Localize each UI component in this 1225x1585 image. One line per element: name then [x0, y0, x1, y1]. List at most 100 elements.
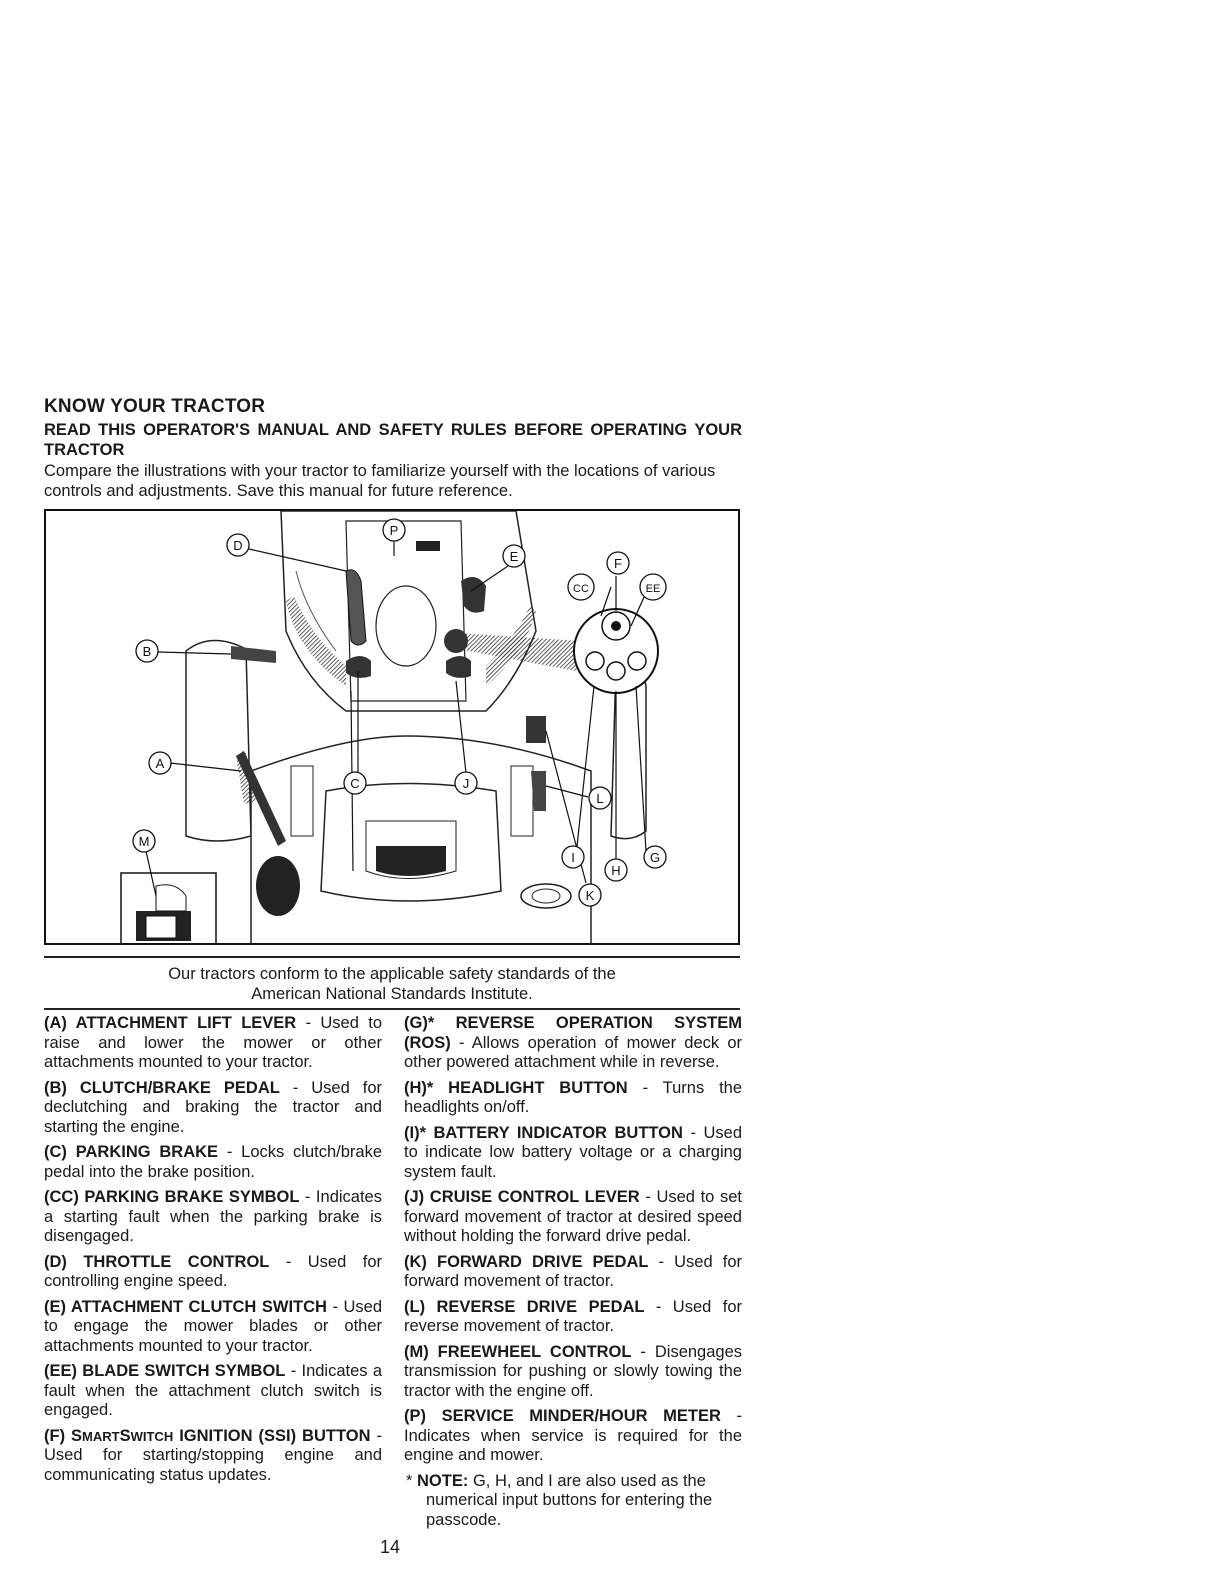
item-description: - Locks clutch/brake pedal into the brak… [44, 1143, 383, 1181]
label-F: F [614, 556, 622, 571]
forward-drive-pedal [526, 716, 546, 743]
note-label: NOTE: [417, 1471, 469, 1490]
item-description: - Used to set forward movement of tracto… [404, 1188, 742, 1245]
label-J: J [463, 776, 470, 791]
label-G: G [650, 850, 660, 865]
term-part: (F) S [44, 1426, 83, 1445]
item-description: - Allows operation of mower deck or othe… [404, 1033, 742, 1072]
callout-G [643, 845, 667, 869]
callout-I [561, 845, 585, 869]
list-item: (C) PARKING BRAKE - Locks clutch/brake p… [44, 1143, 382, 1182]
list-item: (E) ATTACHMENT CLUTCH SWITCH - Used to e… [44, 1298, 382, 1357]
page-number: 14 [380, 1537, 401, 1557]
note-asterisk: * [406, 1471, 413, 1490]
clutch-brake-pedal [231, 646, 276, 663]
item-term: (P) SERVICE MINDER/HOUR METER [404, 1407, 721, 1425]
label-B: B [143, 644, 152, 659]
term-part: IGNITION (SSI) BUTTON [173, 1426, 371, 1445]
callout-A [148, 751, 172, 775]
list-item: (K) FORWARD DRIVE PEDAL - Used for forwa… [404, 1253, 742, 1292]
divider-top [44, 956, 740, 958]
controls-list-left: (A) ATTACHMENT LIFT LEVER - Used to rais… [44, 1014, 382, 1491]
item-description: - Used for reverse movement of tractor. [404, 1297, 742, 1336]
page-heading: KNOW YOUR TRACTOR [44, 396, 266, 417]
item-description: - Used for forward movement of tractor. [404, 1252, 742, 1291]
item-term: (C) PARKING BRAKE [44, 1143, 219, 1161]
note-block: * NOTE: G, H, and I are also used as the… [404, 1472, 742, 1531]
item-term: (B) CLUTCH/BRAKE PEDAL [44, 1078, 280, 1097]
label-CC: CC [573, 583, 589, 595]
list-item-ssi: (F) SMARTSWITCH IGNITION (SSI) BUTTON - … [44, 1427, 382, 1486]
callout-CC [567, 573, 595, 601]
item-term: (J) CRUISE CONTROL LEVER [404, 1188, 640, 1206]
item-term: (H)* HEADLIGHT BUTTON [404, 1078, 628, 1097]
callout-D [226, 533, 250, 557]
item-description: - Used for starting/stopping engine and … [44, 1426, 382, 1484]
list-item: (M) FREEWHEEL CONTROL - Disengages trans… [404, 1343, 742, 1402]
item-term: (G)* REVERSE OPERATION SYSTEM (ROS) [404, 1014, 742, 1052]
item-description: - Used to engage the mower blades or oth… [44, 1297, 382, 1355]
callout-L [588, 786, 612, 810]
item-description: - Indicates a fault when the attachment … [44, 1362, 382, 1419]
item-term: (E) ATTACHMENT CLUTCH SWITCH [44, 1297, 327, 1316]
callout-M [132, 829, 156, 853]
left-front-tire [185, 639, 252, 842]
item-description: - Used to raise and lower the mower or o… [44, 1014, 382, 1071]
list-item: (B) CLUTCH/BRAKE PEDAL - Used for declut… [44, 1079, 382, 1138]
label-D: D [233, 538, 242, 553]
label-K: K [586, 888, 595, 903]
label-A: A [156, 756, 165, 771]
list-item: (H)* HEADLIGHT BUTTON - Turns the headli… [404, 1079, 742, 1118]
term-part: S [119, 1426, 131, 1445]
tractor-controls-figure: P D E F CC EE B C J I H G K A L M [44, 509, 740, 945]
item-term: (K) FORWARD DRIVE PEDAL [404, 1252, 649, 1271]
label-C: C [350, 776, 359, 791]
item-term: (D) THROTTLE CONTROL [44, 1252, 270, 1271]
callout-B [135, 639, 159, 663]
list-item: (L) REVERSE DRIVE PEDAL - Used for rever… [404, 1298, 742, 1337]
callout-F [606, 551, 630, 575]
note-text: G, H, and I are also used as the numeric… [426, 1471, 713, 1529]
hour-meter-display [416, 541, 440, 551]
controls-list-right: (G)* REVERSE OPERATION SYSTEM (ROS) - Al… [404, 1014, 742, 1530]
label-E: E [510, 549, 519, 564]
item-description: - Indicates a starting fault when the pa… [44, 1188, 382, 1245]
item-description: - Used for declutching and braking the t… [44, 1078, 382, 1136]
label-L: L [596, 791, 603, 806]
callout-H [604, 858, 628, 882]
item-term: (M) FREEWHEEL CONTROL [404, 1342, 632, 1361]
item-term: (EE) BLADE SWITCH SYMBOL [44, 1362, 286, 1380]
callout-C [343, 771, 367, 795]
item-description: - Used to indicate low battery voltage o… [404, 1123, 743, 1181]
warning-subheading: READ THIS OPERATOR'S MANUAL AND SAFETY R… [44, 421, 742, 459]
label-P: P [390, 523, 399, 538]
label-H: H [611, 863, 620, 878]
label-M: M [139, 834, 150, 849]
list-item: (G)* REVERSE OPERATION SYSTEM (ROS) - Al… [404, 1014, 742, 1073]
item-description: - Turns the headlights on/off. [404, 1078, 743, 1117]
item-description: - Indicates when service is required for… [404, 1407, 742, 1464]
divider-bottom [44, 1008, 740, 1010]
list-item: (A) ATTACHMENT LIFT LEVER - Used to rais… [44, 1014, 382, 1073]
label-EE: EE [646, 583, 661, 595]
list-item: (J) CRUISE CONTROL LEVER - Used to set f… [404, 1188, 742, 1247]
conformity-line-2: American National Standards Institute. [251, 985, 533, 1003]
list-item: (CC) PARKING BRAKE SYMBOL - Indicates a … [44, 1188, 382, 1247]
item-term: (F) SMARTSWITCH IGNITION (SSI) BUTTON [44, 1427, 371, 1445]
term-part: MART [82, 1428, 120, 1444]
list-item: (P) SERVICE MINDER/HOUR METER - Indicate… [404, 1407, 742, 1466]
tractor-illustration: P D E F CC EE B C J I H G K A L M [120, 511, 667, 943]
tractor-hood [280, 511, 537, 712]
callout-E [502, 544, 526, 568]
item-term: (CC) PARKING BRAKE SYMBOL [44, 1188, 300, 1206]
item-term: (L) REVERSE DRIVE PEDAL [404, 1297, 645, 1316]
item-description: - Disengages transmission for pushing or… [404, 1342, 742, 1400]
item-term: (I)* BATTERY INDICATOR BUTTON [404, 1123, 683, 1142]
list-item: (I)* BATTERY INDICATOR BUTTON - Used to … [404, 1124, 742, 1183]
callout-K [578, 883, 602, 907]
reverse-drive-pedal [531, 771, 546, 811]
callout-EE [639, 573, 667, 601]
conformity-line-1: Our tractors conform to the applicable s… [168, 965, 616, 983]
callout-P [382, 518, 406, 542]
item-description: - Used for controlling engine speed. [44, 1252, 382, 1291]
